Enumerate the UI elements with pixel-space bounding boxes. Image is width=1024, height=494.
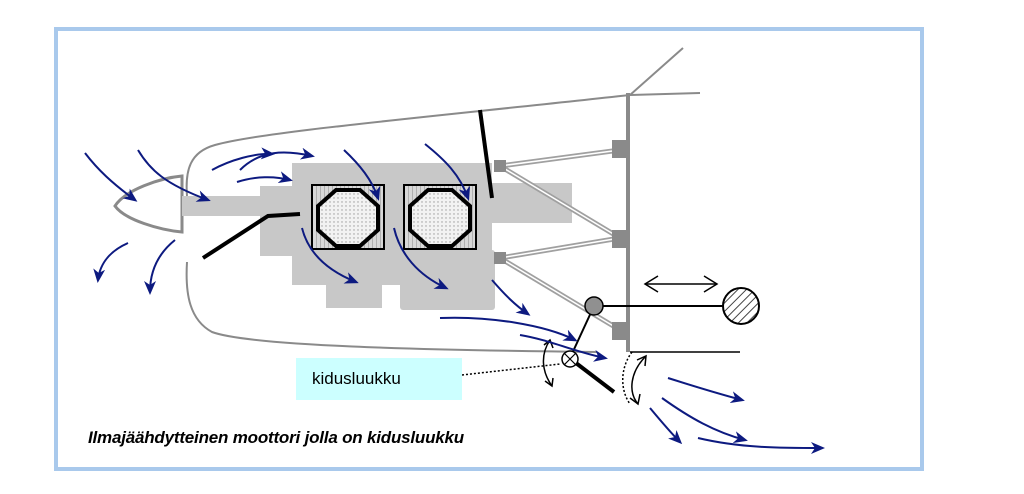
airflow-arrow: [649, 407, 683, 445]
airflow-arrow: [667, 377, 745, 403]
cowling: [185, 47, 740, 353]
airflow-arrow: [393, 227, 449, 290]
hatched-weight-icon: [722, 287, 760, 325]
airflow-arrow: [84, 152, 138, 202]
airflow-arrow: [491, 279, 531, 316]
label-leader-line: [461, 363, 561, 376]
front-baffle: [201, 212, 301, 260]
bellcrank-pivot: [584, 296, 604, 316]
baffles: [201, 109, 494, 260]
cylinder-icon: [408, 188, 472, 248]
cylinder-icon: [316, 188, 380, 248]
airflow-arrow: [239, 147, 315, 171]
airflow-arrows: [84, 143, 825, 454]
tail-fin-line: [629, 47, 684, 96]
airflow-arrow: [661, 397, 748, 443]
airflow-arrow: [343, 149, 381, 201]
airflow-arrow: [93, 242, 129, 283]
airflow-arrow: [519, 334, 608, 362]
rotation-arrow-icon: [542, 339, 553, 387]
airflow-arrow: [697, 437, 825, 454]
engine-mount: [494, 93, 630, 352]
oil-sump: [400, 250, 495, 310]
rotation-arrow-icon: [631, 355, 647, 405]
airflow-arrow: [236, 171, 293, 183]
airflow-arrow: [301, 227, 359, 284]
flap-plate: [570, 358, 616, 394]
airflow-arrow: [137, 149, 211, 202]
double-arrow-icon: [643, 275, 719, 293]
cylinder-rear: [403, 184, 477, 250]
cylinder-front: [311, 184, 385, 250]
cowling-upper: [185, 94, 631, 197]
flap-swing-arc: [622, 351, 633, 405]
cowl-flap-label: kidusluukku: [296, 358, 462, 400]
control-linkage: [569, 275, 760, 359]
airflow-arrow: [424, 143, 471, 201]
sump-extension: [326, 283, 382, 308]
cowling-lower: [185, 261, 598, 353]
cowl-flap: [461, 338, 647, 406]
propeller-spinner: [113, 174, 184, 234]
cowl-flap-label-text: kidusluukku: [312, 369, 401, 388]
airflow-arrow: [144, 239, 176, 295]
tail-upper-line: [629, 92, 701, 96]
diagram-caption: Ilmajäähdytteinen moottori jolla on kidu…: [88, 428, 464, 447]
airflow-arrow: [439, 316, 578, 342]
rear-baffle: [478, 109, 494, 199]
